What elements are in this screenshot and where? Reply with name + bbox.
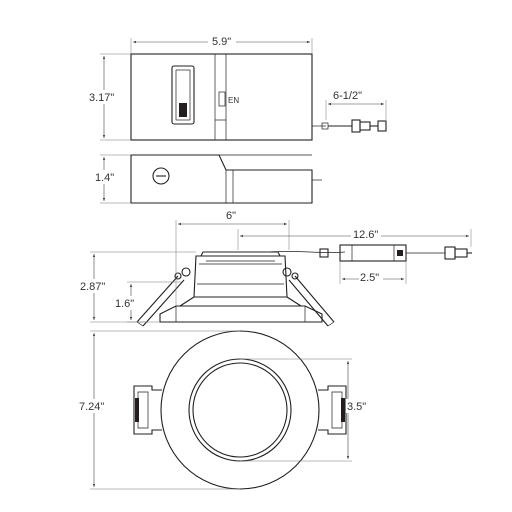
fixture-diameter-label: 6"	[226, 210, 236, 222]
dimension-cable-length: 6-1/2"	[325, 90, 387, 120]
trim-height-label: 1.6"	[115, 298, 134, 310]
dimension-box-width: 5.9"	[130, 35, 313, 54]
dimension-driver-length: 2.5"	[339, 261, 407, 284]
cable-length-label: 6-1/2"	[333, 90, 362, 102]
aperture-label: 3.5"	[347, 401, 366, 413]
overall-width-label: 7.24"	[79, 401, 104, 413]
fixture-height-label: 2.87"	[80, 281, 105, 293]
dimension-aperture: 3.5"	[240, 358, 374, 462]
dimension-fixture-diameter: 6"	[175, 210, 290, 306]
box-depth-label: 1.4"	[95, 172, 114, 184]
box-height-label: 3.17"	[89, 92, 114, 104]
dimension-box-height: 3.17"	[88, 53, 131, 141]
junction-box-front-view: EN	[130, 53, 387, 141]
dimension-lead-length: 12.6"	[237, 228, 472, 250]
fixture-side-view	[136, 244, 472, 327]
switch-label: EN	[228, 96, 239, 105]
dimension-box-depth: 1.4"	[92, 154, 131, 204]
dimension-overall-width: 7.24"	[78, 330, 240, 490]
dimension-fixture-height: 2.87"	[78, 251, 196, 323]
fixture-bottom-view	[133, 330, 347, 490]
junction-box-side-view	[130, 154, 322, 204]
lead-length-label: 12.6"	[353, 229, 378, 241]
box-width-label: 5.9"	[212, 36, 231, 48]
dimension-trim-height: 1.6"	[113, 281, 182, 323]
driver-length-label: 2.5"	[360, 272, 379, 284]
